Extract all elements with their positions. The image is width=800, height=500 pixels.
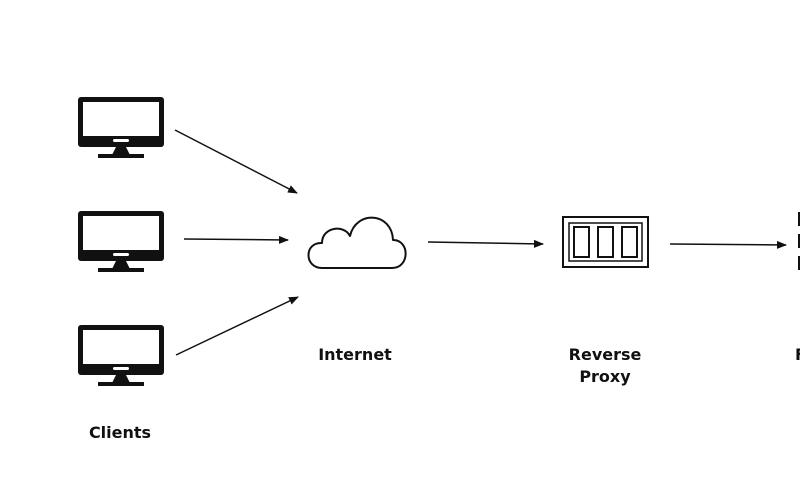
offscreen-node-icon xyxy=(798,212,800,270)
client-monitor-icon-2 xyxy=(78,211,164,272)
internet-label: Internet xyxy=(318,345,392,364)
clients-label: Clients xyxy=(88,423,152,442)
reverse-proxy-label-line1: Reverse xyxy=(568,345,642,364)
reverse-proxy-label-line2: Proxy xyxy=(579,367,631,386)
arrow-client1-to-internet xyxy=(174,129,298,194)
cloud-icon xyxy=(307,216,407,269)
client-monitor-icon-1 xyxy=(78,97,164,158)
arrow-client2-to-internet xyxy=(183,235,289,244)
arrow-proxy-to-offscreen xyxy=(669,240,787,249)
offscreen-node-label: F xyxy=(795,344,800,366)
arrow-internet-to-proxy xyxy=(427,239,544,248)
server-rack-icon xyxy=(562,216,649,268)
arrow-client3-to-internet xyxy=(175,296,299,356)
client-monitor-icon-3 xyxy=(78,325,164,386)
reverse-proxy-label: Reverse Proxy xyxy=(555,344,655,388)
